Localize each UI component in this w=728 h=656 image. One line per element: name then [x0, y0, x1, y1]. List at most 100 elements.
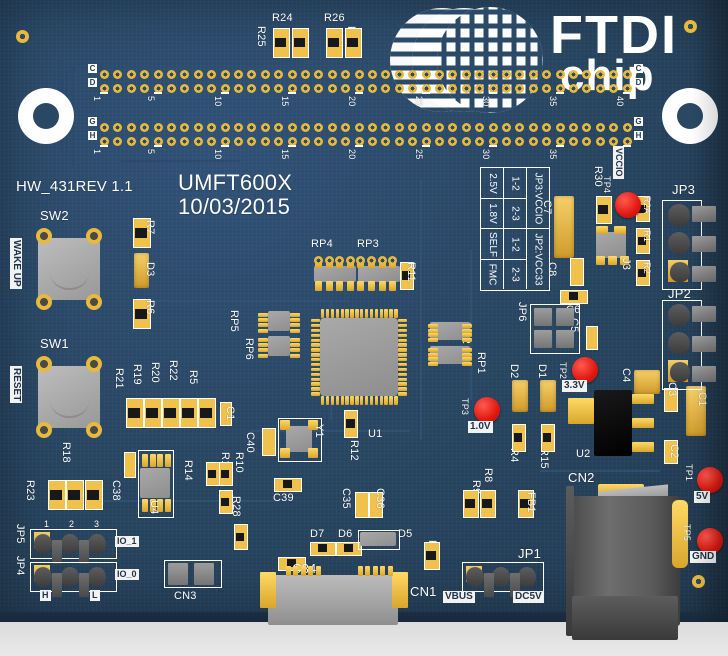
- ic-pin: [311, 392, 320, 396]
- testpoint-tp1[interactable]: [697, 467, 723, 493]
- trace: [250, 430, 410, 432]
- edge-pad: [100, 84, 109, 93]
- capacitor-c6: [560, 290, 588, 304]
- edge-pad: [595, 137, 605, 146]
- ic-u2: [594, 390, 632, 456]
- edge-pad: [314, 123, 324, 132]
- edge-pin-number: 20: [346, 96, 357, 107]
- rp-pad: [428, 328, 438, 333]
- resistor-r21: [126, 398, 144, 428]
- testpoint-tp5[interactable]: [697, 528, 723, 554]
- designator-jp4: JP4: [14, 556, 26, 576]
- designator-c38: C40: [244, 432, 256, 453]
- designator-rp1: RP1: [475, 352, 487, 374]
- header-pin-jp2-2[interactable]: [668, 332, 690, 354]
- header-pin-jp4-3[interactable]: [88, 567, 106, 587]
- resistor-pack-rp2: [430, 322, 470, 340]
- edge-pad: [542, 70, 552, 79]
- header-pin-jp5-1[interactable]: [34, 534, 52, 554]
- header-pin-jp2-3[interactable]: [670, 362, 690, 382]
- ic-pin: [398, 343, 407, 347]
- designator-j3: J3: [620, 258, 632, 271]
- edge-pin-tick: [488, 145, 497, 147]
- edge-pad: [515, 84, 525, 93]
- testpoint-tp3[interactable]: [474, 397, 500, 423]
- rp-pad: [315, 281, 322, 291]
- header-pin-jp5-2[interactable]: [61, 534, 79, 554]
- edge-pad: [381, 70, 391, 79]
- ferrite-fb1: [518, 490, 534, 518]
- usb-pad: [365, 566, 371, 576]
- edge-pad: [368, 70, 377, 79]
- edge-pad: [582, 70, 592, 79]
- header-pin-jp3-1[interactable]: [668, 204, 690, 226]
- switch-sw2[interactable]: [38, 238, 100, 300]
- resistor-r23: [48, 480, 66, 510]
- header-pin-jp1-1[interactable]: [466, 567, 484, 587]
- header-pin-jp1-2[interactable]: [492, 567, 510, 587]
- header-pin-jp6-1[interactable]: [534, 308, 552, 326]
- switch-sw1[interactable]: [38, 366, 100, 428]
- silk-outline-u4: [138, 450, 174, 518]
- header-pin-jp3-2[interactable]: [668, 232, 690, 254]
- edge-pad: [220, 123, 230, 132]
- resistor-r11: [400, 262, 414, 290]
- edge-pad: [113, 137, 123, 146]
- ic-pin: [345, 396, 349, 405]
- resistor-r27: [345, 28, 362, 58]
- testpoint-tp4[interactable]: [615, 192, 641, 218]
- edge-pad: [421, 70, 431, 79]
- edge-pad: [274, 70, 284, 79]
- resistor-r12: [344, 410, 358, 438]
- trace: [420, 180, 422, 440]
- header-pin-jp4-2[interactable]: [61, 567, 79, 587]
- edge-pad: [542, 137, 552, 146]
- edge-pad: [528, 70, 538, 79]
- rp-via: [377, 256, 387, 265]
- header-frame-jp6: [530, 304, 580, 354]
- header-pin-jp6-4[interactable]: [556, 330, 574, 348]
- designator-r6: R6: [144, 300, 156, 315]
- edge-pad: [167, 137, 176, 146]
- edge-row-label-h2: H: [634, 131, 643, 140]
- designator-tp4: TP4: [602, 176, 612, 194]
- designator-r23: R23: [24, 480, 36, 501]
- ic-pad: [142, 499, 148, 512]
- capacitor-c38: [262, 428, 276, 456]
- ic-pin: [398, 387, 407, 391]
- edge-pad: [287, 137, 297, 146]
- ic-pin: [330, 396, 335, 405]
- edge-pad: [193, 123, 203, 132]
- edge-pad: [461, 70, 471, 79]
- header-pin-jp4-1[interactable]: [34, 567, 52, 587]
- connector-pin-cn3-1[interactable]: [168, 563, 188, 585]
- edge-pad: [461, 123, 471, 132]
- ic-pin: [364, 396, 369, 405]
- capacitor-c40: [220, 402, 232, 426]
- edge-pad: [220, 137, 230, 146]
- edge-pin-number: 25: [413, 96, 424, 107]
- resistor-r7: [133, 218, 151, 248]
- edge-pad: [140, 137, 150, 146]
- edge-pin-number: 1: [92, 149, 102, 155]
- rp-pad: [290, 313, 300, 317]
- header-pin-jp1-3[interactable]: [518, 567, 536, 587]
- edge-pad: [421, 137, 431, 146]
- capacitor-c4: [634, 370, 660, 394]
- header-pin-jp6-2[interactable]: [556, 308, 574, 326]
- rp-pad: [258, 343, 268, 348]
- connector-pin-cn3-2[interactable]: [194, 563, 214, 585]
- header-pin-jp3-3[interactable]: [670, 262, 690, 282]
- header-pin-jp2-1[interactable]: [668, 304, 690, 326]
- header-pin-jp5-3[interactable]: [88, 534, 106, 554]
- edge-pad: [502, 123, 511, 132]
- edge-pad: [260, 70, 270, 79]
- testpoint-tp2[interactable]: [572, 357, 598, 383]
- designator-r5: R5: [187, 370, 199, 385]
- designator-r1: R1: [642, 230, 652, 242]
- edge-pad: [193, 137, 203, 146]
- header-pin-jp6-3[interactable]: [534, 330, 552, 348]
- edge-pin-number: 40: [614, 96, 625, 107]
- designator-c8: C8: [546, 262, 558, 277]
- edge-pad: [448, 84, 458, 93]
